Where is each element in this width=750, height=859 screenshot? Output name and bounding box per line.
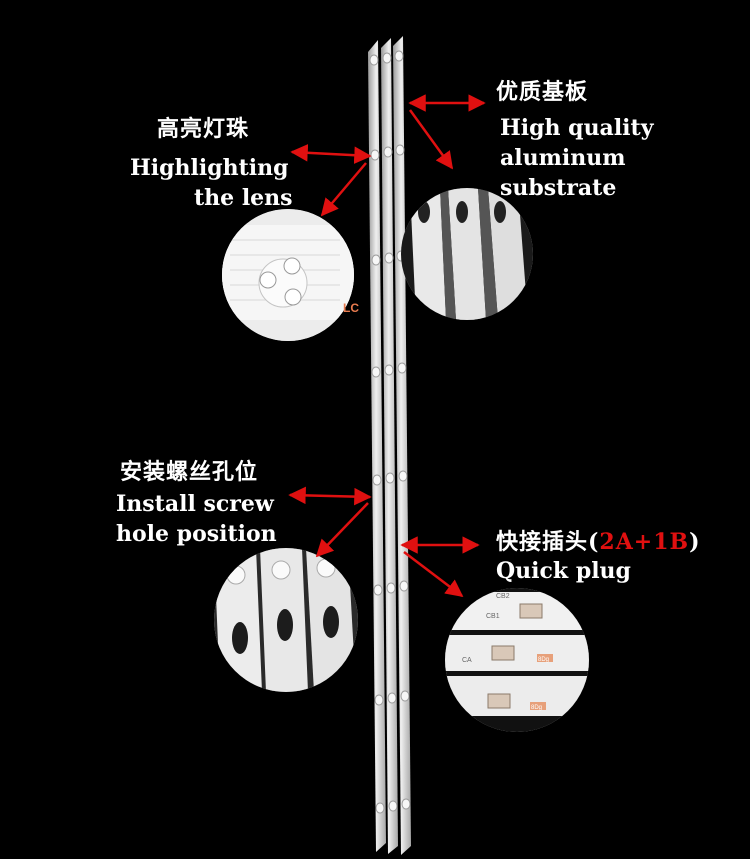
screw-hole-closeup-inset [214,548,358,692]
lens-label-en-2: the lens [194,185,293,211]
plug-label-zh: 快接插头(2A+1B) [496,531,701,553]
screw-label-zh: 安装螺丝孔位 [120,459,259,485]
arrow-screw-horizontal [288,486,372,506]
lens-label-zh: 高亮灯珠 [157,116,250,142]
led-beads [369,50,411,814]
screw-label-en-2: hole position [116,521,277,547]
screw-label-en-1: Install screw [116,491,274,517]
arrow-lens-horizontal [290,144,372,164]
arrow-plug-diagonal [403,551,464,598]
plug-inset-ca: CA [462,657,472,664]
lens-closeup-inset [222,209,354,341]
lens-label-en-1: Highlighting [130,155,289,181]
plug-label-en: Quick plug [496,558,631,584]
arrow-substrate-diagonal [408,109,454,170]
arrow-lens-diagonal [320,162,367,217]
arrow-screw-diagonal [315,502,369,558]
substrate-label-en-1: High quality [500,115,654,141]
plug-label-code: 2A+1B [599,529,690,555]
plug-inset-cb2: CB2 [496,593,510,600]
plug-inset-code-tag: 8Dg [538,657,549,663]
led-strips [368,36,411,855]
plug-inset-code-tag-2: 8Dg [531,705,542,711]
plug-label-close: ) [689,529,701,555]
substrate-label-en-3: substrate [500,175,617,201]
lens-inset-mark: LC [343,301,359,315]
substrate-closeup-inset [401,188,533,320]
callout-arrows [288,94,486,598]
substrate-label-en-2: aluminum [500,145,626,171]
substrate-label-zh: 优质基板 [496,79,589,105]
plug-label-zh-text: 快接插头( [496,529,600,555]
plug-inset-cb1: CB1 [486,613,500,620]
